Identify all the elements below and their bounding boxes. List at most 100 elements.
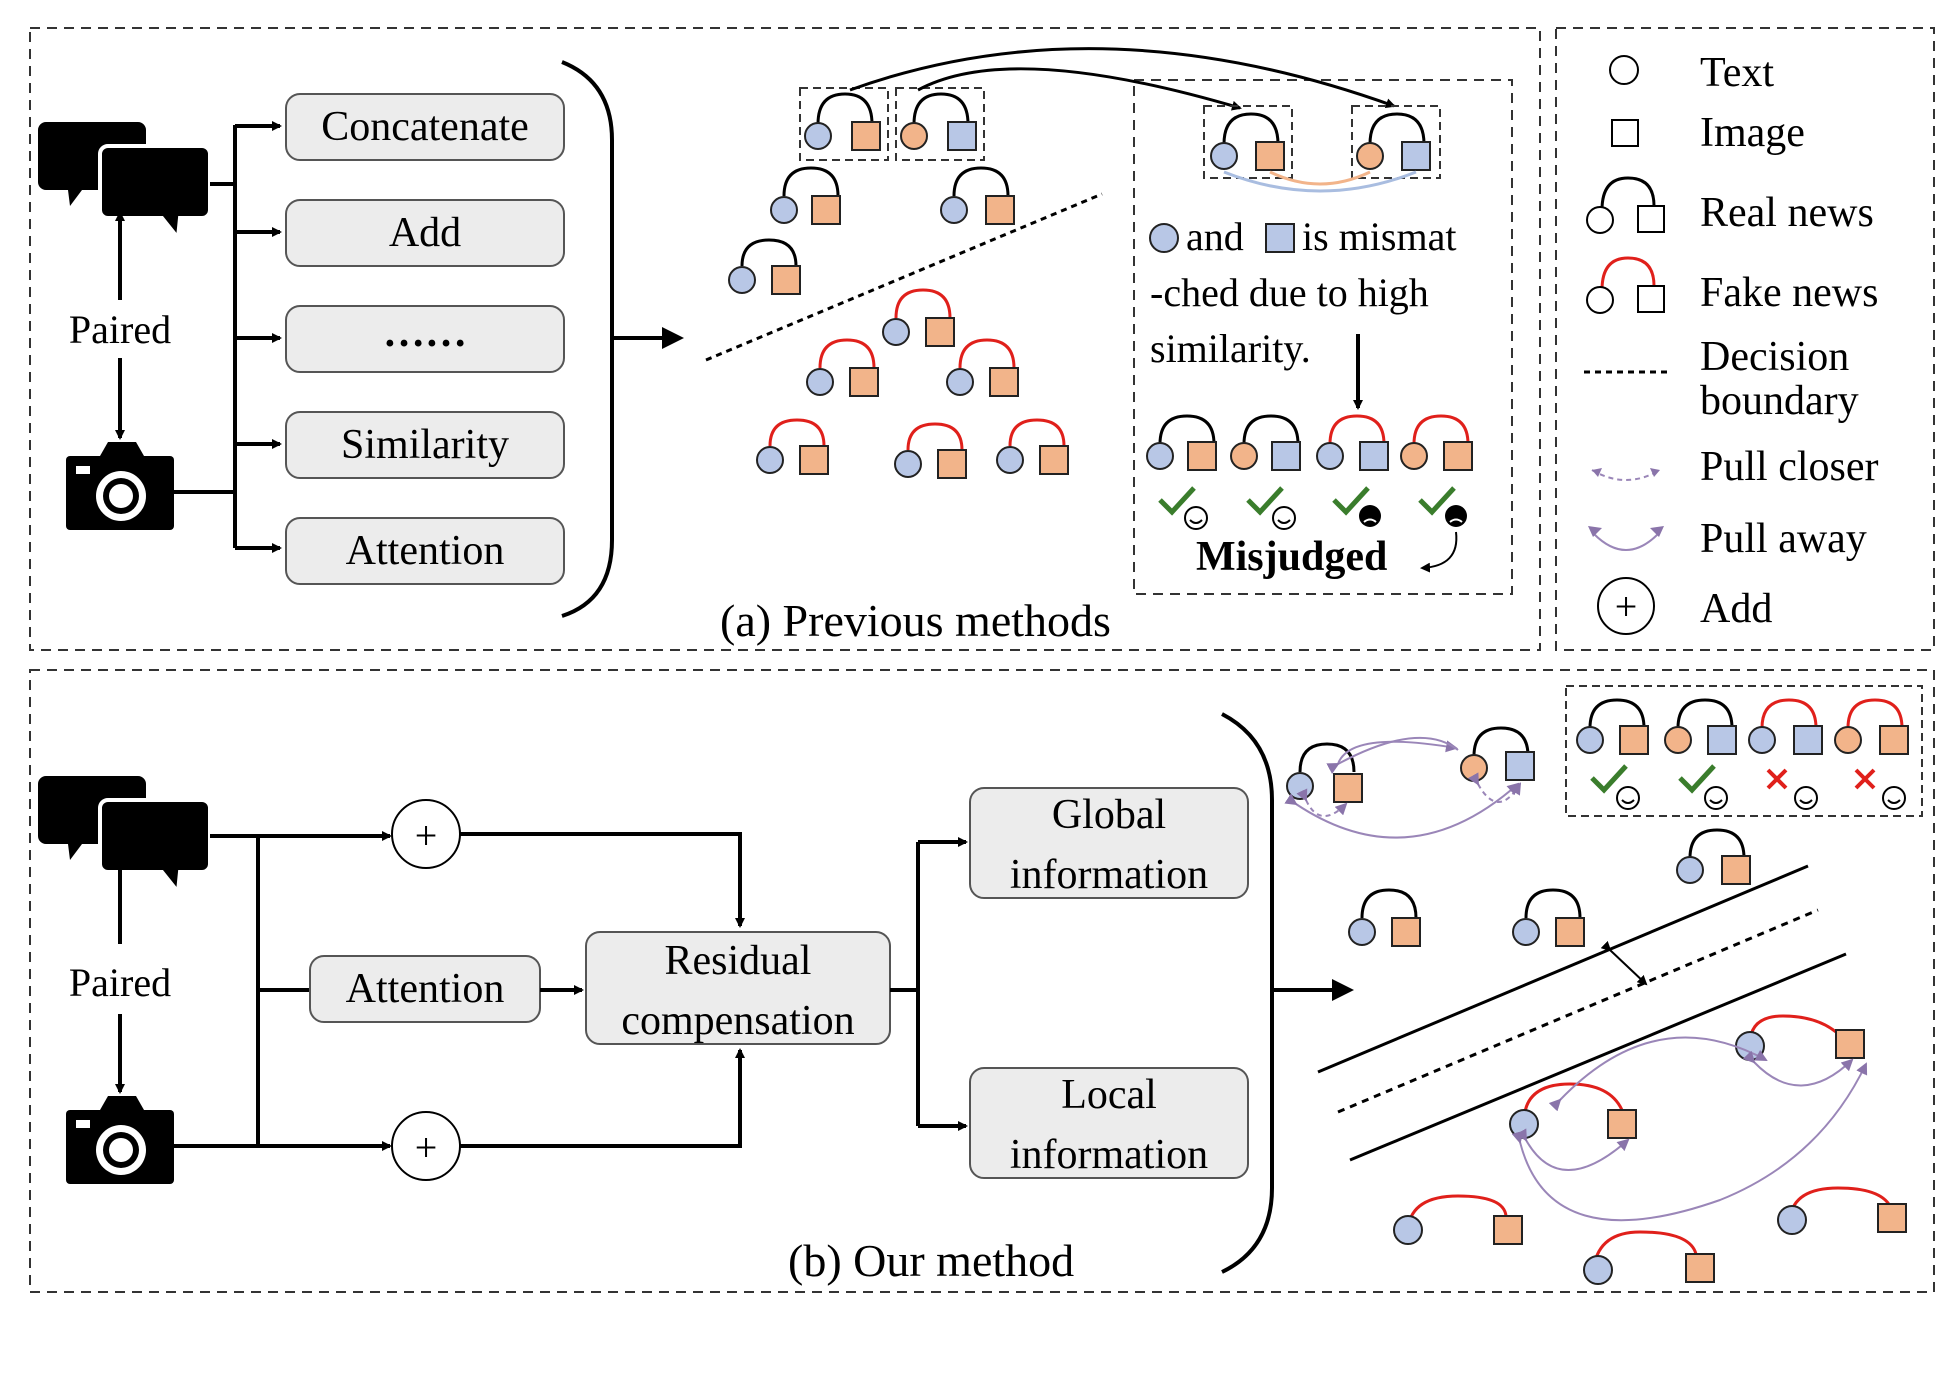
real-pair — [1576, 698, 1649, 755]
pull-closer-arrow — [1515, 1128, 1630, 1171]
mismatch-note-a: and — [1186, 214, 1244, 259]
add-to-residual-arrow — [460, 832, 745, 928]
local-information-box — [969, 1067, 1249, 1179]
legend-arrowhead — [1592, 468, 1602, 477]
chat-bubbles-icon — [38, 122, 212, 244]
legend-label: Fake news — [1700, 270, 1878, 316]
legend-text-icon — [1609, 55, 1639, 85]
real-pair-mismatched — [1664, 698, 1737, 755]
fake-pair — [1316, 414, 1389, 471]
fake-pair — [756, 418, 829, 475]
mismatch-note-line2: -ched due to high — [1150, 270, 1429, 315]
attention-label: Attention — [346, 966, 505, 1012]
mapping-arrow — [917, 67, 1242, 111]
misjudged-pointer — [1420, 531, 1458, 573]
smile-icon — [1616, 786, 1640, 810]
mapping-arrow — [849, 47, 1396, 108]
legend-label: Pull closer — [1700, 444, 1878, 490]
pull-away-arrow — [1511, 1062, 1868, 1222]
result-box — [1565, 685, 1923, 817]
real-pair — [1348, 888, 1421, 947]
residual-label-2: compensation — [621, 998, 854, 1044]
fake-pair — [894, 422, 967, 479]
real-pair-mismatched — [1460, 726, 1535, 782]
margin-width-arrow — [1600, 940, 1648, 986]
panel-b-frame — [29, 669, 1935, 1293]
text-node-icon — [1149, 223, 1179, 253]
real-pair — [940, 166, 1015, 225]
legend-label: boundary — [1700, 378, 1859, 424]
real-pair — [804, 92, 881, 151]
margin-line-upper — [1317, 864, 1809, 1074]
caption-a: (a) Previous methods — [720, 595, 1111, 646]
method-box-similarity — [285, 411, 565, 479]
method-label: Similarity — [341, 422, 509, 468]
global-information-box — [969, 787, 1249, 899]
similarity-link — [1269, 170, 1371, 186]
fake-pair — [946, 338, 1019, 397]
pair-group-box — [895, 87, 985, 161]
check-icon — [1678, 764, 1716, 794]
pair-group-box — [1351, 105, 1441, 179]
real-pair — [1676, 828, 1751, 885]
legend-arrowhead — [1650, 526, 1664, 537]
pair-group-box — [1203, 105, 1293, 179]
real-pair — [1512, 888, 1585, 947]
legend-label: Real news — [1700, 190, 1874, 236]
pair-group-box — [799, 87, 889, 161]
method-box-add — [285, 199, 565, 267]
legend-label: Pull away — [1700, 516, 1867, 562]
real-pair — [770, 166, 841, 225]
margin-line-lower — [1349, 952, 1847, 1162]
smile-icon — [1882, 786, 1906, 810]
pull-closer-arrow — [1742, 1050, 1854, 1087]
check-icon — [1332, 486, 1370, 516]
method-box-attention — [285, 517, 565, 585]
cross-icon — [1766, 768, 1788, 790]
add-symbol: + — [415, 1125, 438, 1170]
decision-boundary-a — [705, 192, 1103, 362]
paired-label-a: Paired — [69, 307, 171, 352]
check-icon — [1418, 486, 1456, 516]
legend-label: Decision — [1700, 334, 1849, 380]
mismatched-pair — [900, 92, 977, 151]
pull-closer-arrow — [1326, 736, 1459, 775]
fake-pair — [882, 288, 955, 347]
fake-pair — [1834, 698, 1909, 755]
legend-arrowhead — [1650, 468, 1660, 477]
pull-closer-arrow — [1548, 1036, 1768, 1112]
bracket-a — [561, 60, 614, 618]
fake-pair — [1393, 1194, 1523, 1245]
check-icon — [1158, 486, 1196, 516]
add-symbol: + — [415, 813, 438, 858]
smile-icon — [1794, 786, 1818, 810]
pull-away-arrow — [1284, 782, 1520, 839]
legend-add-symbol: + — [1615, 584, 1638, 629]
check-icon — [1246, 486, 1284, 516]
caption-b: (b) Our method — [788, 1235, 1074, 1286]
method-label: Concatenate — [321, 104, 529, 150]
pull-closer-arrow — [1337, 740, 1458, 765]
real-pair — [1146, 414, 1217, 471]
smile-icon — [1272, 506, 1296, 530]
panel-a-frame — [29, 27, 1541, 651]
mismatch-note-line3: similarity. — [1150, 326, 1311, 371]
fake-pair — [1400, 414, 1473, 471]
smile-icon — [1704, 786, 1728, 810]
legend-label: Image — [1700, 110, 1805, 156]
legend-label: Text — [1700, 50, 1774, 96]
fake-pair — [1509, 1082, 1637, 1139]
mismatch-detail-box — [1133, 79, 1513, 595]
legend-pull-away-icon — [1593, 533, 1659, 551]
method-label: Add — [389, 210, 461, 256]
real-pair-mismatched — [1230, 414, 1301, 471]
method-box-ellipsis — [285, 305, 565, 373]
method-label: Attention — [346, 528, 505, 574]
global-label-2: information — [1010, 852, 1208, 898]
real-pair — [1286, 742, 1363, 803]
similarity-link — [1223, 170, 1417, 193]
mismatch-note-b: is mismat — [1302, 214, 1456, 259]
mismatched-pair — [1356, 112, 1431, 171]
legend-label: Add — [1700, 586, 1772, 632]
